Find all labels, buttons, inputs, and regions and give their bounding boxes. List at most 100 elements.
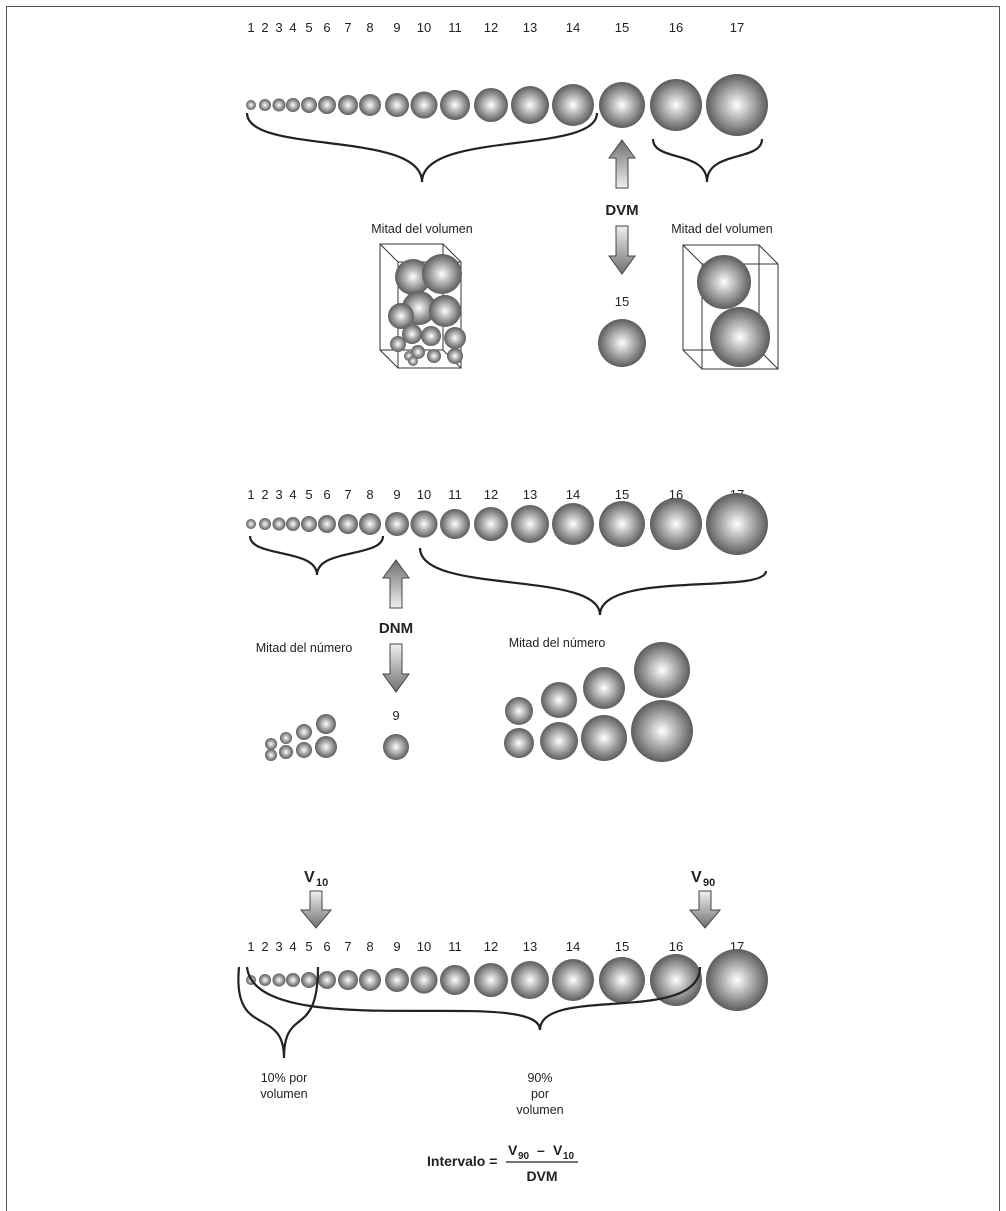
brace-right-half-number bbox=[420, 548, 766, 615]
size-number-4: 4 bbox=[289, 20, 296, 35]
size-number-8: 8 bbox=[366, 939, 373, 954]
size-number-11: 11 bbox=[448, 939, 462, 954]
size-number-15: 15 bbox=[615, 939, 629, 954]
particle-sphere-2 bbox=[259, 974, 271, 986]
particle-sphere-11 bbox=[440, 965, 470, 995]
particle-sphere-6 bbox=[318, 515, 336, 533]
half-volume-box-left bbox=[380, 244, 466, 368]
brace-left-half-number bbox=[250, 536, 383, 575]
size-number-16: 16 bbox=[669, 20, 683, 35]
particle-sphere-13 bbox=[511, 505, 549, 543]
size-number-8: 8 bbox=[366, 20, 373, 35]
half-number-cluster-left bbox=[265, 714, 337, 761]
svg-text:V: V bbox=[304, 869, 315, 886]
particle-sphere-17 bbox=[706, 949, 768, 1011]
size-number-12: 12 bbox=[484, 939, 498, 954]
ninety-percent-label-line3: volumen bbox=[516, 1103, 563, 1117]
size-number-1: 1 bbox=[247, 939, 254, 954]
particle-sphere-9 bbox=[385, 512, 409, 536]
particle-sphere-14 bbox=[552, 503, 594, 545]
size-number-13: 13 bbox=[523, 939, 537, 954]
particle-sphere-4 bbox=[286, 517, 300, 531]
particle-sphere-1 bbox=[246, 100, 256, 110]
size-number-15: 15 bbox=[615, 487, 629, 502]
particle-sphere-13 bbox=[511, 86, 549, 124]
size-number-2: 2 bbox=[261, 487, 268, 502]
size-number-2: 2 bbox=[261, 939, 268, 954]
size-number-1: 1 bbox=[247, 20, 254, 35]
size-number-2: 2 bbox=[261, 20, 268, 35]
dnm-label: DNM bbox=[379, 620, 413, 637]
svg-text:V: V bbox=[691, 869, 702, 886]
size-number-8: 8 bbox=[366, 487, 373, 502]
size-number-14: 14 bbox=[566, 939, 580, 954]
size-number-9: 9 bbox=[393, 939, 400, 954]
sphere-row-3 bbox=[246, 949, 768, 1011]
brace-left-half-volume bbox=[247, 113, 597, 182]
particle-sphere-15 bbox=[599, 82, 645, 128]
formula-denominator: DVM bbox=[526, 1168, 557, 1184]
ten-percent-label-line1: 10% por bbox=[261, 1071, 308, 1085]
particle-sphere-14 bbox=[552, 84, 594, 126]
half-volume-box-right bbox=[683, 245, 778, 369]
dvm-label: DVM bbox=[605, 202, 638, 219]
size-number-12: 12 bbox=[484, 20, 498, 35]
brace-right-half-volume bbox=[653, 139, 762, 182]
size-number-5: 5 bbox=[305, 487, 312, 502]
size-number-10: 10 bbox=[417, 20, 431, 35]
size-number-14: 14 bbox=[566, 487, 580, 502]
size-number-10: 10 bbox=[417, 487, 431, 502]
median-sphere-9 bbox=[383, 734, 409, 760]
v90-label: V 90 bbox=[691, 869, 715, 889]
size-number-16: 16 bbox=[669, 939, 683, 954]
median-number-15: 15 bbox=[615, 294, 629, 309]
particle-sphere-3 bbox=[273, 518, 286, 531]
particle-sphere-6 bbox=[318, 96, 336, 114]
particle-sphere-12 bbox=[474, 507, 508, 541]
size-number-1: 1 bbox=[247, 487, 254, 502]
half-volume-label-right: Mitad del volumen bbox=[671, 222, 772, 236]
sphere-row-1 bbox=[246, 74, 768, 136]
arrow-down-dnm bbox=[383, 644, 409, 692]
size-number-6: 6 bbox=[323, 487, 330, 502]
sphere-row-2 bbox=[246, 493, 768, 555]
size-number-12: 12 bbox=[484, 487, 498, 502]
arrow-up-dvm bbox=[609, 140, 635, 188]
v10-label: V 10 bbox=[304, 869, 328, 889]
size-number-4: 4 bbox=[289, 939, 296, 954]
particle-sphere-13 bbox=[511, 961, 549, 999]
size-number-9: 9 bbox=[393, 20, 400, 35]
svg-text:10: 10 bbox=[316, 877, 328, 889]
svg-text:V: V bbox=[553, 1142, 563, 1158]
particle-sphere-11 bbox=[440, 90, 470, 120]
particle-sphere-11 bbox=[440, 509, 470, 539]
size-number-7: 7 bbox=[344, 487, 351, 502]
size-number-3: 3 bbox=[275, 487, 282, 502]
arrow-down-dvm bbox=[609, 226, 635, 274]
particle-sphere-2 bbox=[259, 99, 271, 111]
particle-sphere-3 bbox=[273, 99, 286, 112]
particle-sphere-5 bbox=[301, 516, 317, 532]
particle-sphere-15 bbox=[599, 501, 645, 547]
size-number-17: 17 bbox=[730, 20, 744, 35]
size-number-5: 5 bbox=[305, 20, 312, 35]
size-number-7: 7 bbox=[344, 20, 351, 35]
size-number-9: 9 bbox=[393, 487, 400, 502]
particle-sphere-8 bbox=[359, 94, 381, 116]
particle-sphere-7 bbox=[338, 95, 358, 115]
svg-text:10: 10 bbox=[563, 1151, 575, 1162]
size-number-11: 11 bbox=[448, 20, 462, 35]
particle-sphere-8 bbox=[359, 513, 381, 535]
particle-sphere-17 bbox=[706, 493, 768, 555]
svg-text:–: – bbox=[537, 1142, 545, 1158]
particle-sphere-2 bbox=[259, 518, 271, 530]
median-number-9: 9 bbox=[392, 708, 399, 723]
size-number-4: 4 bbox=[289, 487, 296, 502]
particle-sphere-9 bbox=[385, 93, 409, 117]
particle-sphere-10 bbox=[411, 511, 438, 538]
size-number-5: 5 bbox=[305, 939, 312, 954]
particle-sphere-16 bbox=[650, 79, 702, 131]
size-number-13: 13 bbox=[523, 487, 537, 502]
size-number-6: 6 bbox=[323, 939, 330, 954]
